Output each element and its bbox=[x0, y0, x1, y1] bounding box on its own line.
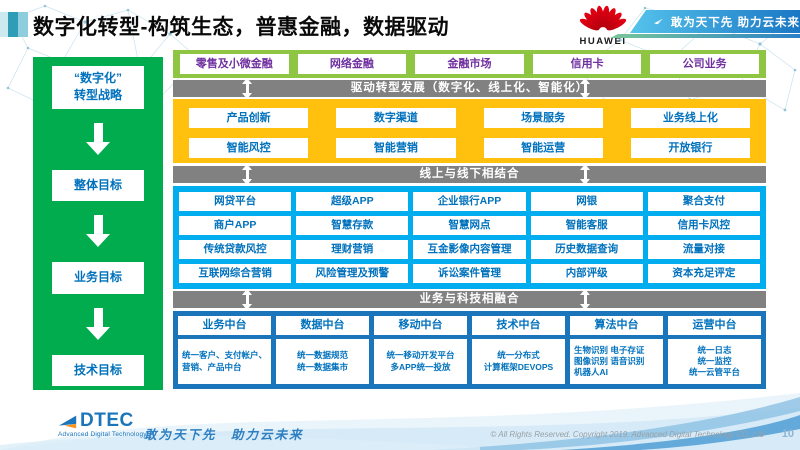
page-number: 10 bbox=[781, 428, 794, 440]
application-box: 流量对接 bbox=[647, 240, 760, 259]
application-box: 智慧存款 bbox=[296, 216, 409, 235]
down-arrow-icon bbox=[86, 307, 110, 341]
capability-box: 数字渠道 bbox=[336, 108, 456, 128]
business-line-box: 金融市场 bbox=[415, 54, 524, 74]
application-box: 信用卡风控 bbox=[647, 216, 760, 235]
down-arrow-icon bbox=[86, 215, 110, 248]
capability-box: 智能风控 bbox=[189, 138, 309, 158]
diagram-main: 零售及小微金融 网络金融 金融市场 信用卡 公司业务 驱动转型发展（数字化、线上… bbox=[173, 0, 766, 450]
footer-slogan: 敢为天下先 助力云未来 bbox=[144, 428, 304, 442]
application-box: 互联网综合营销 bbox=[179, 264, 292, 283]
platform-detail: 统一数据规范 统一数据集市 bbox=[276, 339, 369, 384]
drive-transform-bar: 驱动转型发展（数字化、线上化、智能化） bbox=[173, 78, 766, 99]
capability-box: 业务线上化 bbox=[630, 108, 750, 128]
business-line-box: 零售及小微金融 bbox=[180, 54, 289, 74]
up-down-arrow-icon bbox=[242, 289, 252, 310]
capability-box: 产品创新 bbox=[189, 108, 309, 128]
sidebar-item-strategy: “数字化” 转型战略 bbox=[52, 66, 144, 109]
application-box: 风险管理及预警 bbox=[296, 264, 409, 283]
platform-detail: 生物识别 电子存证 图像识别 语音识别 机器人AI bbox=[570, 339, 663, 384]
platform-column-tech: 技术中台 统一分布式 计算框架DEVOPS bbox=[472, 316, 565, 384]
online-offline-bar: 线上与线下相结合 bbox=[173, 164, 766, 185]
application-box: 智慧网点 bbox=[413, 216, 526, 235]
capability-box: 场景服务 bbox=[483, 108, 603, 128]
business-tech-fusion-bar: 业务与科技相融合 bbox=[173, 289, 766, 310]
platform-title: 技术中台 bbox=[472, 316, 565, 335]
capability-band: 产品创新 数字渠道 场景服务 业务线上化 智能风控 智能营销 智能运营 开放银行 bbox=[173, 99, 766, 163]
business-line-box: 信用卡 bbox=[532, 54, 642, 74]
title-accent-bar bbox=[0, 12, 28, 37]
slogan-banner: 敢为天下先 助力云未来 bbox=[630, 10, 800, 33]
platform-band: 业务中台 统一客户、支付帐户、营销、产品中台 数据中台 统一数据规范 统一数据集… bbox=[173, 311, 766, 389]
platform-title: 移动中台 bbox=[374, 316, 467, 335]
application-box: 超级APP bbox=[296, 192, 409, 211]
platform-detail: 统一移动开发平台 多APP统一投放 bbox=[374, 339, 467, 384]
paper-plane-icon bbox=[654, 18, 663, 25]
platform-title: 运营中台 bbox=[668, 316, 761, 335]
huawei-flower-icon bbox=[579, 5, 627, 31]
platform-detail: 统一日志 统一监控 统一云管平台 bbox=[668, 339, 761, 384]
adtec-subtitle: Advanced Digital Technology bbox=[58, 431, 147, 438]
application-band: 网贷平台 超级APP 企业银行APP 网银 聚合支付 商户APP 智慧存款 智慧… bbox=[173, 186, 766, 289]
application-box: 理财营销 bbox=[296, 240, 409, 259]
platform-title: 业务中台 bbox=[178, 316, 271, 335]
application-box: 智能客服 bbox=[530, 216, 643, 235]
sidebar-item-business-goal: 业务目标 bbox=[52, 262, 144, 294]
platform-column-business: 业务中台 统一客户、支付帐户、营销、产品中台 bbox=[178, 316, 271, 384]
business-lines-band: 零售及小微金融 网络金融 金融市场 信用卡 公司业务 bbox=[173, 50, 766, 78]
platform-column-data: 数据中台 统一数据规范 统一数据集市 bbox=[276, 316, 369, 384]
capability-box: 开放银行 bbox=[630, 138, 750, 158]
business-tech-fusion-label: 业务与科技相融合 bbox=[419, 293, 520, 305]
application-box: 历史数据查询 bbox=[530, 240, 643, 259]
sidebar-item-tech-goal: 技术目标 bbox=[52, 354, 144, 386]
strategy-sidebar: “数字化” 转型战略 整体目标 业务目标 技术目标 bbox=[33, 57, 163, 390]
application-box: 诉讼案件管理 bbox=[413, 264, 526, 283]
application-box: 企业银行APP bbox=[413, 192, 526, 211]
page-title: 数字化转型-构筑生态，普惠金融，数据驱动 bbox=[33, 16, 449, 39]
adtec-arrow-icon bbox=[58, 415, 77, 429]
huawei-wordmark: HUAWEI bbox=[579, 36, 627, 47]
application-box: 互金影像内容管理 bbox=[413, 240, 526, 259]
banner-slogan-text: 敢为天下先 助力云未来 bbox=[670, 16, 800, 29]
adtec-wordmark: DTEC bbox=[80, 410, 134, 431]
platform-detail: 统一分布式 计算框架DEVOPS bbox=[472, 339, 565, 384]
drive-transform-label: 驱动转型发展（数字化、线上化、智能化） bbox=[350, 82, 589, 94]
business-line-box: 网络金融 bbox=[297, 54, 407, 74]
capability-box: 智能运营 bbox=[483, 138, 603, 158]
platform-title: 算法中台 bbox=[570, 316, 663, 335]
up-down-arrow-icon bbox=[242, 164, 252, 185]
down-arrow-icon bbox=[86, 122, 110, 156]
huawei-logo: HUAWEI bbox=[576, 3, 630, 47]
application-box: 资本充足评定 bbox=[647, 264, 760, 283]
application-box: 网银 bbox=[530, 192, 643, 211]
platform-column-mobile: 移动中台 统一移动开发平台 多APP统一投放 bbox=[374, 316, 467, 384]
banner-strip bbox=[610, 34, 800, 38]
up-down-arrow-icon bbox=[242, 78, 252, 99]
platform-title: 数据中台 bbox=[276, 316, 369, 335]
platform-detail: 统一客户、支付帐户、营销、产品中台 bbox=[178, 339, 271, 384]
platform-column-operation: 运营中台 统一日志 统一监控 统一云管平台 bbox=[668, 316, 761, 384]
online-offline-label: 线上与线下相结合 bbox=[419, 168, 520, 180]
up-down-arrow-icon bbox=[580, 78, 590, 99]
adtec-logo: DTEC Advanced Digital Technology bbox=[58, 411, 147, 438]
application-box: 聚合支付 bbox=[647, 192, 760, 211]
up-down-arrow-icon bbox=[580, 289, 590, 310]
sidebar-item-overall-goal: 整体目标 bbox=[52, 169, 144, 202]
copyright-text: © All Rights Reserved. Copyright 2019. A… bbox=[490, 430, 764, 439]
application-box: 传统贷款风控 bbox=[179, 240, 292, 259]
up-down-arrow-icon bbox=[580, 164, 590, 185]
application-box: 网贷平台 bbox=[179, 192, 292, 211]
capability-box: 智能营销 bbox=[336, 138, 456, 158]
business-line-box: 公司业务 bbox=[650, 54, 759, 74]
application-box: 商户APP bbox=[179, 216, 292, 235]
platform-column-algorithm: 算法中台 生物识别 电子存证 图像识别 语音识别 机器人AI bbox=[570, 316, 663, 384]
application-box: 内部评级 bbox=[530, 264, 643, 283]
